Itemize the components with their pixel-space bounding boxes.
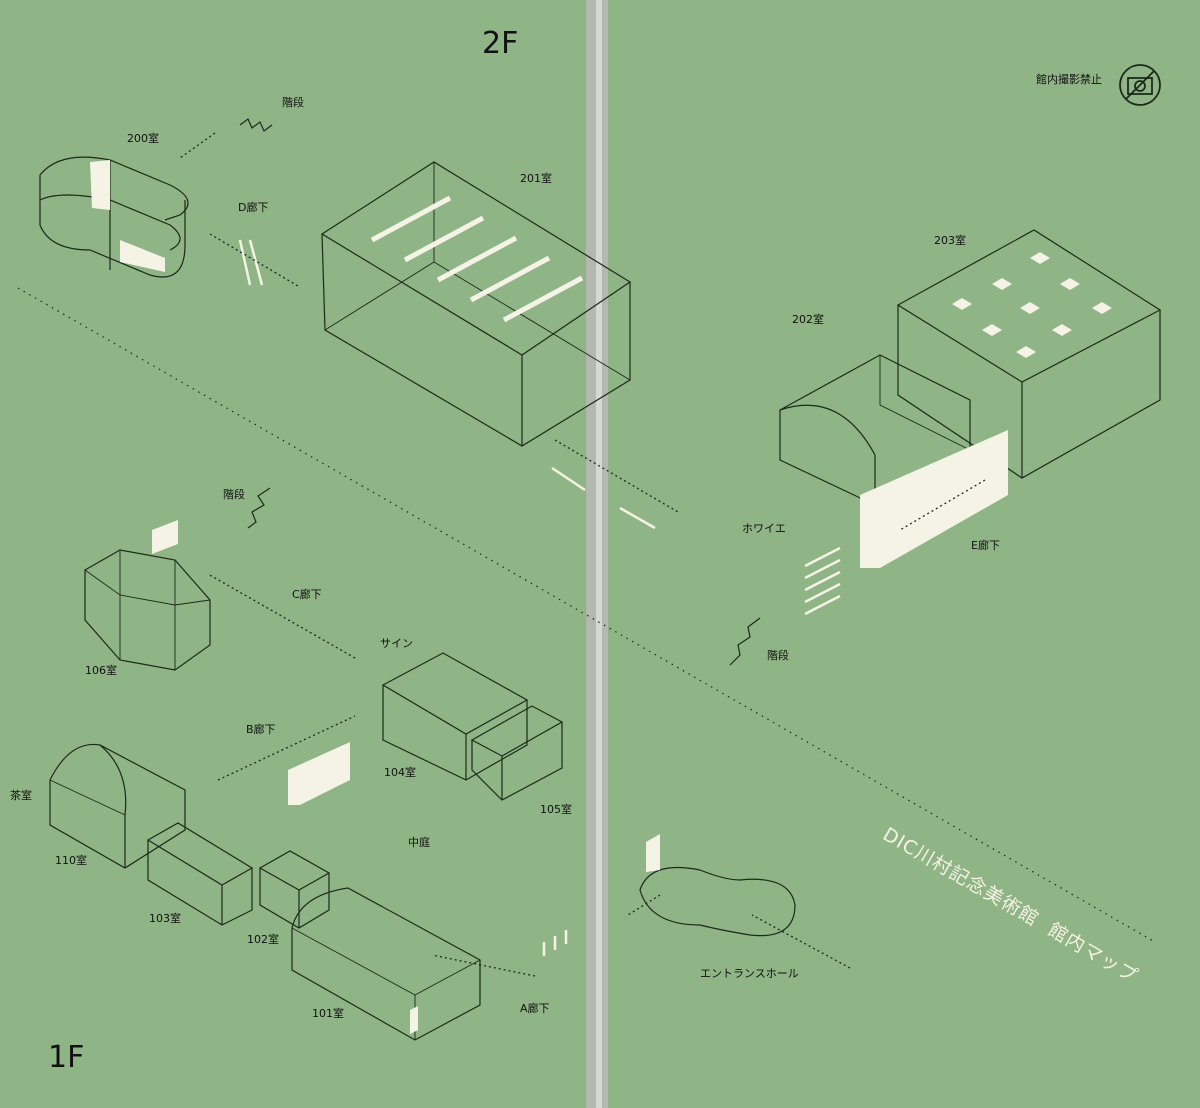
skylight-stripes: [370, 195, 584, 323]
room-105-shape: [470, 705, 564, 801]
room-105-label: 105室: [540, 803, 572, 816]
room-101-label: 101室: [312, 1007, 344, 1020]
corridor-b-label: B廊下: [246, 723, 276, 736]
room-106-shape: [84, 549, 211, 671]
fold-highlight: [596, 0, 602, 1108]
room-110-shape: [49, 743, 186, 869]
tearoom-label: 茶室: [10, 789, 32, 802]
room-104-label: 104室: [384, 766, 416, 779]
room-103-shape: [146, 822, 254, 926]
room-201-label: 201室: [520, 172, 552, 185]
sign-label: サイン: [380, 637, 413, 650]
foyer-label: ホワイエ: [742, 522, 786, 535]
entrance-hall-shape: [639, 866, 796, 937]
room-102-shape: [258, 850, 331, 929]
room-203-label: 203室: [934, 234, 966, 247]
corridor-d-label: D廊下: [238, 201, 269, 214]
room-201-shape: [320, 161, 632, 447]
entrance-hall-label: エントランスホール: [700, 967, 799, 980]
courtyard-label: 中庭: [408, 836, 430, 849]
floor-label-2f: 2F: [482, 26, 519, 61]
room-102-label: 102室: [247, 933, 279, 946]
corridor-a-label: A廊下: [520, 1002, 550, 1015]
room-106-label: 106室: [85, 664, 117, 677]
skylight-diamonds: [952, 252, 1112, 358]
stairs-1f-label: 階段: [223, 488, 245, 501]
floor-label-1f: 1F: [48, 1040, 85, 1075]
room-203-shape: [896, 229, 1162, 479]
corridor-e-label: E廊下: [971, 539, 1000, 552]
stairs-2f-label: 階段: [282, 96, 304, 109]
room-202-label: 202室: [792, 313, 824, 326]
stairs-east-label: 階段: [767, 649, 789, 662]
room-200-label: 200室: [127, 132, 159, 145]
room-104-shape: [381, 652, 529, 781]
floor-separator: [17, 287, 1156, 943]
room-110-label: 110室: [55, 854, 87, 867]
room-103-label: 103室: [149, 912, 181, 925]
no-photography-icon: [1119, 64, 1161, 106]
accent-marks: [238, 239, 841, 956]
corridor-c-label: C廊下: [292, 588, 322, 601]
circulation-arrows: [179, 132, 986, 977]
stairs-icons: [239, 118, 761, 666]
accent-panels: [152, 430, 1008, 1034]
photography-notice: 館内撮影禁止: [1036, 73, 1102, 86]
room-200-shape: [39, 156, 189, 278]
